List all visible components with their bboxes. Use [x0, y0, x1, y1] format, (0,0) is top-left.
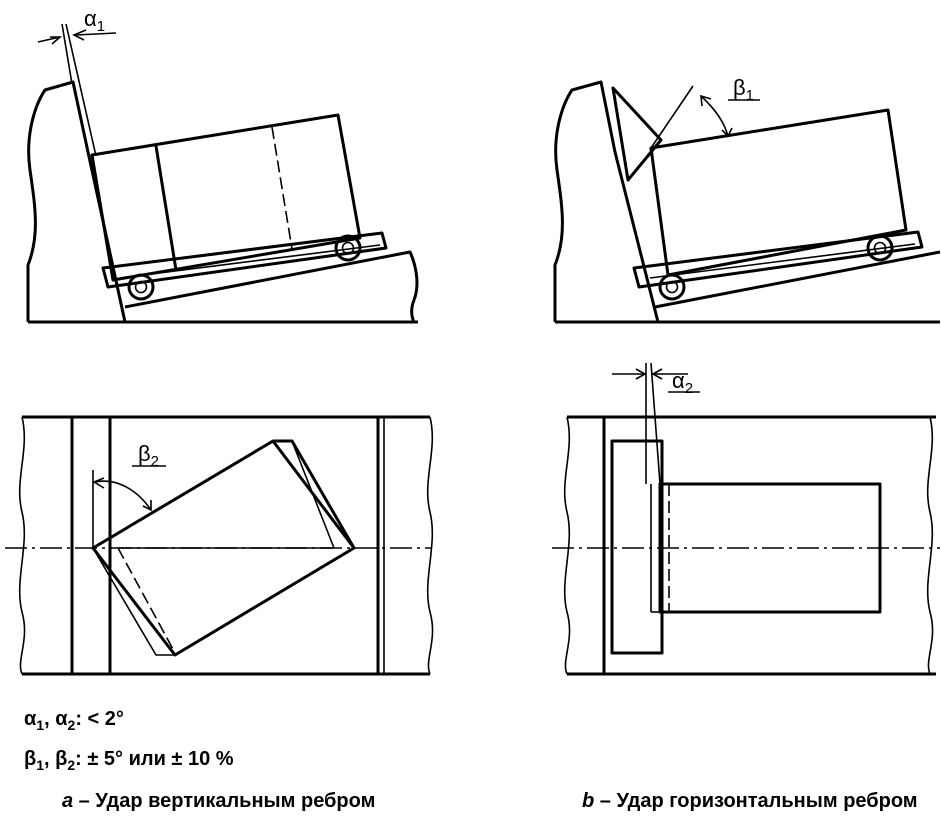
- wheel-front-a: [127, 273, 155, 301]
- beta1-label: β1: [733, 75, 754, 104]
- wall-b: [553, 80, 660, 323]
- alpha1-ref-line-2: [65, 23, 97, 157]
- wheel-rear-a: [334, 234, 362, 262]
- package-front-edge-a: [92, 547, 175, 656]
- wall-a: [26, 80, 127, 323]
- package-a: [90, 113, 362, 282]
- carriage-inner-b: [649, 243, 916, 279]
- plan-view-a: β2: [5, 415, 434, 676]
- break-left-a: [18, 416, 26, 675]
- alpha1-arrowhead-left: [50, 36, 63, 45]
- beta2-label: β2: [138, 441, 159, 470]
- caption-a: a – Удар вертикальным ребром: [62, 790, 376, 812]
- legend-beta: β1, β2: ± 5° или ± 10 %: [24, 748, 234, 773]
- alpha1-label: α1: [84, 6, 105, 35]
- caption-b: b – Удар горизонтальным ребром: [582, 790, 918, 812]
- beta2-arrowhead-left: [92, 477, 105, 489]
- alpha1-arrowhead-right: [72, 29, 87, 41]
- beta2-arc: [94, 480, 152, 511]
- alpha2-arrowhead-right: [651, 368, 663, 380]
- legend-alpha: α1, α2: < 2°: [24, 708, 124, 733]
- wheel-rear-b: [866, 234, 894, 262]
- package-inner-a: [291, 440, 335, 549]
- break-right-a: [426, 416, 434, 675]
- side-view-a: α1: [26, 6, 419, 324]
- package-plan-b: [658, 482, 882, 614]
- wheel-front-b: [658, 273, 686, 301]
- break-left-b: [563, 416, 571, 675]
- break-right-b: [926, 416, 934, 675]
- alpha2-arrowhead-left: [635, 368, 647, 380]
- plan-view-b: α2: [552, 362, 940, 676]
- alpha1-ref-line: [61, 23, 73, 85]
- beta2-arrowhead-right: [142, 500, 152, 512]
- beta1-ref-line: [650, 85, 694, 149]
- beta1-arrowhead-bottom: [721, 127, 733, 138]
- side-view-b: β1: [553, 75, 941, 324]
- package-hidden-a-2: [117, 547, 175, 652]
- carriage-a: [101, 231, 388, 289]
- alpha2-ref-line-2: [650, 362, 661, 485]
- package-hidden-a: [271, 126, 293, 250]
- wedge-b: [611, 86, 663, 182]
- beta1-arrowhead-top: [700, 94, 712, 107]
- beta1-arc: [700, 95, 729, 137]
- ramp-b: [654, 250, 941, 309]
- wedge-plan-b: [610, 439, 664, 655]
- package-edge-a: [154, 145, 178, 271]
- alpha1-arrow: [37, 32, 117, 43]
- alpha2-label: α2: [672, 368, 693, 397]
- carriage-b: [632, 230, 924, 289]
- package-b: [649, 108, 908, 277]
- ramp-a: [124, 250, 419, 323]
